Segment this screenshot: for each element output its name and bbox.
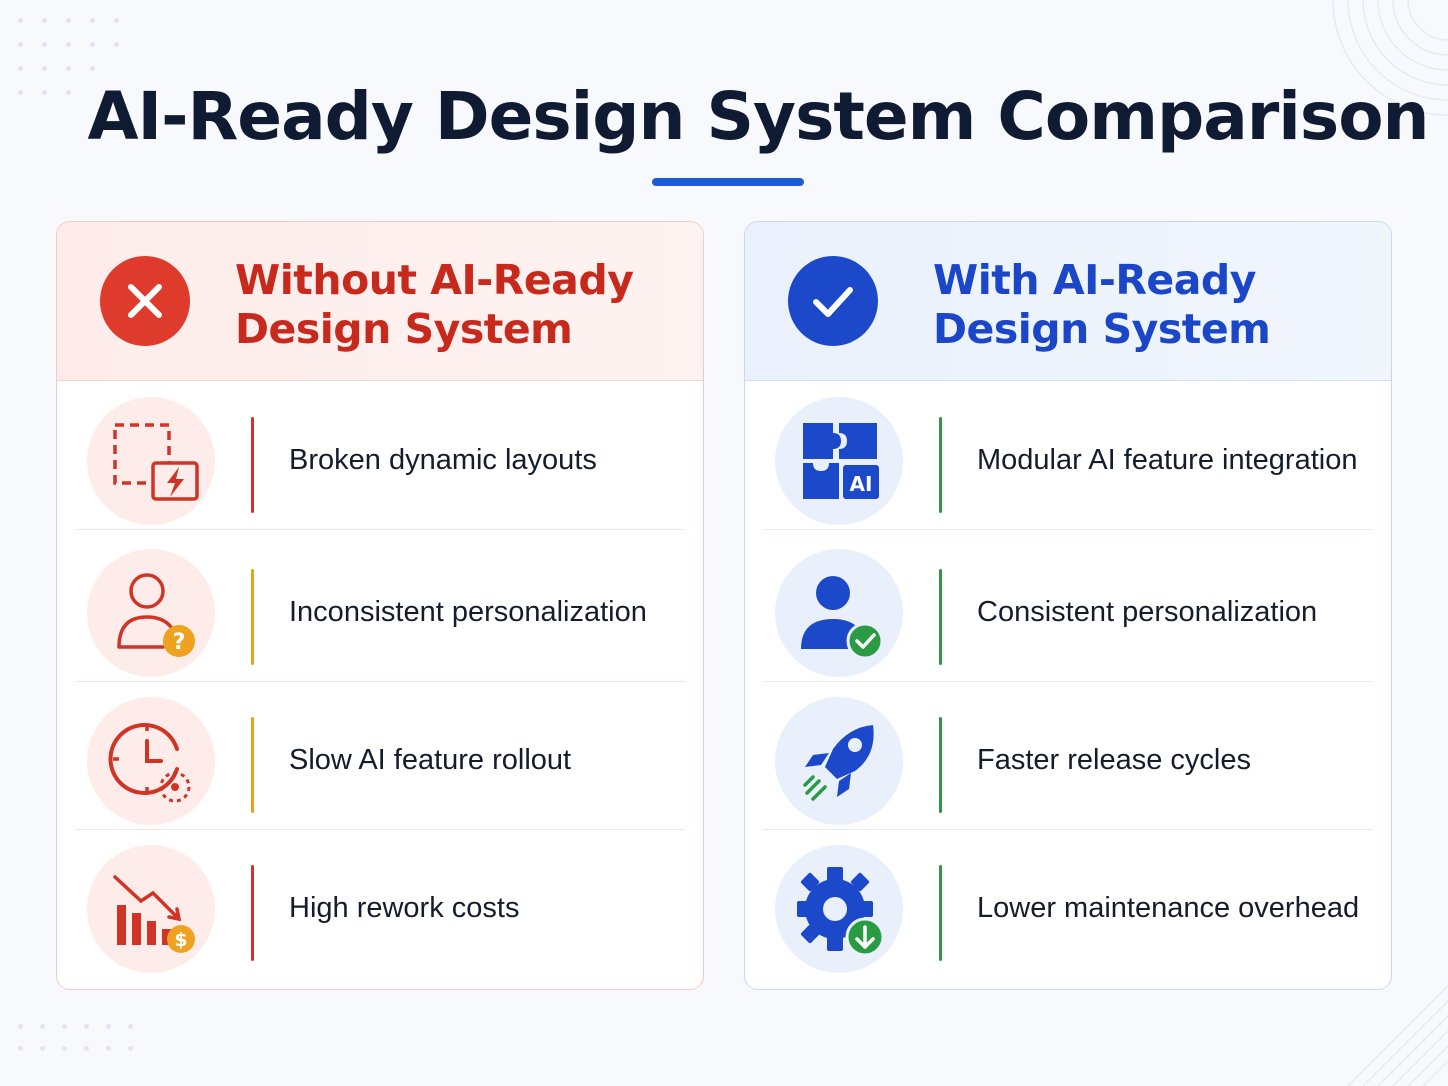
user-question-icon: ?: [87, 549, 215, 677]
with-item-label: Modular AI feature integration: [977, 444, 1358, 476]
list-item: Lower maintenance overhead: [763, 829, 1373, 977]
broken-layout-icon: [87, 397, 215, 525]
list-item: AI Modular AI feature integration: [763, 381, 1373, 530]
row-accent-bar: [939, 865, 942, 961]
with-title-line2: Design System: [933, 305, 1271, 353]
row-accent-bar: [251, 569, 254, 665]
close-x-icon: [100, 256, 190, 346]
gear-download-icon: [775, 845, 903, 973]
list-item: Consistent personalization: [763, 533, 1373, 682]
decorative-lines-bottom-right: [1347, 985, 1448, 1086]
ai-puzzle-icon: AI: [775, 397, 903, 525]
svg-text:?: ?: [173, 630, 186, 655]
decorative-dots-bottom-left: [18, 1024, 138, 1054]
with-panel-title: With AI-Ready Design System: [933, 256, 1363, 354]
list-item: Slow AI feature rollout: [75, 681, 685, 830]
without-title-line1: Without AI-Ready: [235, 256, 634, 304]
without-item-label: Inconsistent personalization: [289, 596, 647, 628]
ai-badge-text: AI: [850, 472, 873, 496]
row-accent-bar: [939, 717, 942, 813]
without-panel-title: Without AI-Ready Design System: [235, 256, 665, 354]
with-item-label: Lower maintenance overhead: [977, 892, 1360, 924]
title-underline: [652, 178, 804, 186]
list-item: $ High rework costs: [75, 829, 685, 977]
with-title-line1: With AI-Ready: [933, 256, 1256, 304]
row-accent-bar: [939, 569, 942, 665]
without-item-label: Slow AI feature rollout: [289, 744, 572, 776]
row-accent-bar: [939, 417, 942, 513]
list-item: ? Inconsistent personalization: [75, 533, 685, 682]
decorative-dots-top-left: [18, 18, 128, 103]
without-item-label: High rework costs: [289, 892, 520, 924]
row-accent-bar: [251, 717, 254, 813]
without-title-line2: Design System: [235, 305, 573, 353]
rocket-icon: [775, 697, 903, 825]
checkmark-icon: [788, 256, 878, 346]
user-check-icon: [775, 549, 903, 677]
svg-text:$: $: [174, 929, 187, 951]
without-panel: Without AI-Ready Design System Broken dy…: [56, 221, 704, 990]
list-item: Faster release cycles: [763, 681, 1373, 830]
without-panel-header: Without AI-Ready Design System: [57, 222, 703, 381]
declining-cost-chart-icon: $: [87, 845, 215, 973]
without-item-label: Broken dynamic layouts: [289, 444, 597, 476]
with-item-label: Faster release cycles: [977, 744, 1251, 776]
with-panel: With AI-Ready Design System AI Modular A…: [744, 221, 1392, 990]
with-item-label: Consistent personalization: [977, 596, 1318, 628]
clock-delay-icon: [87, 697, 215, 825]
page-title: AI-Ready Design System Comparison: [87, 78, 1429, 155]
row-accent-bar: [251, 865, 254, 961]
with-panel-header: With AI-Ready Design System: [745, 222, 1391, 381]
row-accent-bar: [251, 417, 254, 513]
list-item: Broken dynamic layouts: [75, 381, 685, 530]
